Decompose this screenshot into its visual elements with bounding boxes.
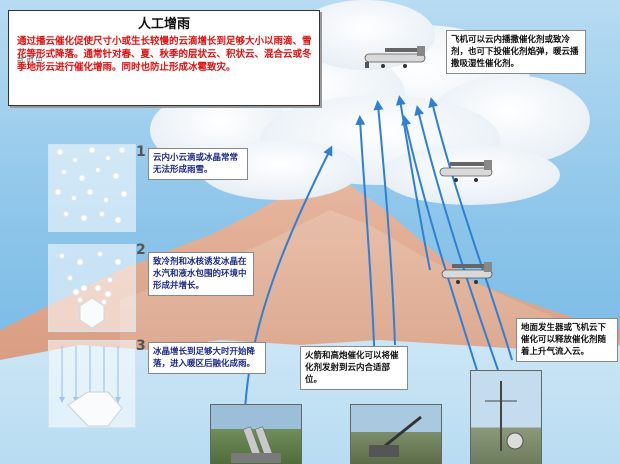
rocket-launcher-photo (210, 404, 302, 464)
step2-panel (48, 244, 136, 332)
anti-aircraft-gun-photo (350, 404, 442, 464)
step1-text: 云内小云滴或冰晶常常无法形成雨雪。 (148, 148, 248, 180)
title-box: 人工增雨 通过播云催化促使尺寸小或生长较慢的云滴增长到足够大小以雨滴、雪花等形式… (8, 10, 320, 106)
logo-label: 新 雨 中 (17, 56, 43, 64)
step1-number: 1 (136, 144, 146, 160)
aircraft-callout: 飞机可以云内播撒催化剂或致冷剂，也可下投催化剂焰弹，暖云播撒吸湿性催化剂。 (446, 30, 586, 74)
step3-number: 3 (136, 338, 146, 354)
aircraft-3 (441, 262, 493, 284)
step1-panel (48, 144, 136, 232)
step3-text: 冰晶增长到足够大时开始降落，进入暖区后融化成雨。 (148, 342, 266, 374)
rocket-launcher-icon (231, 426, 281, 463)
aircraft-1 (364, 46, 426, 68)
aircraft-2 (439, 160, 493, 182)
page-title: 人工增雨 (137, 17, 190, 32)
ground-generator-photo (470, 370, 542, 464)
step2-number: 2 (136, 242, 146, 258)
ground-generator-callout: 地面发生器或飞机云下催化可以释放催化剂随着上升气流入云。 (516, 318, 618, 362)
updraft-arrows (244, 95, 513, 411)
ground-generator-icon (485, 381, 524, 451)
gun-icon (369, 415, 422, 457)
rocket-callout: 火箭和高炮催化可以将催化剂发射到云内合适部位。 (300, 346, 408, 390)
title-description: 通过播云催化促使尺寸小或生长较慢的云滴增长到足够大小以雨滴、雪花等形式降落。通常… (17, 36, 312, 73)
step3-panel (48, 340, 136, 428)
step2-text: 致冷剂和冰核诱发冰晶在水汽和液水包围的环境中形成并增长。 (148, 252, 254, 296)
